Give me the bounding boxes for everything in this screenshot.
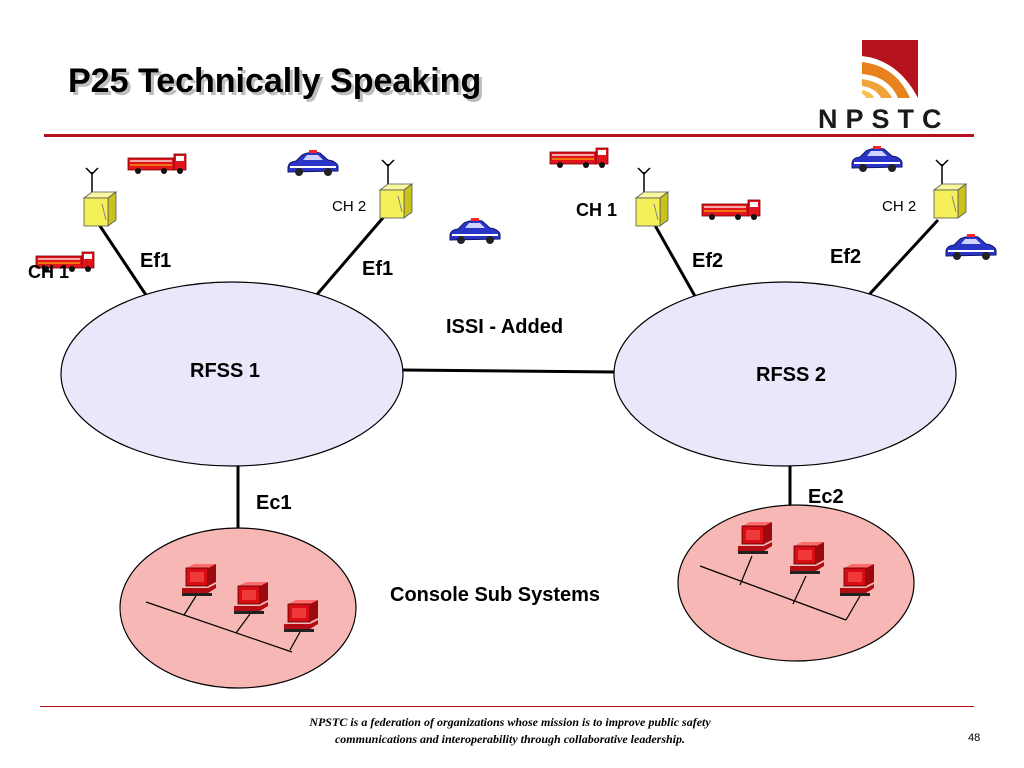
fire-truck-3 <box>549 147 609 169</box>
police-car-3 <box>851 145 903 173</box>
slide-title: P25 Technically Speaking <box>68 62 482 100</box>
npstc-logo <box>862 40 918 98</box>
radio-ch2-right <box>933 159 967 219</box>
rfss2-label: RFSS 2 <box>756 364 827 386</box>
title-rule <box>44 134 974 137</box>
radio-ch1-left <box>83 167 117 227</box>
radio-ch2-left <box>379 159 413 219</box>
ef2-right-label: Ef2 <box>830 246 862 268</box>
ef2-left-label: Ef2 <box>692 250 724 272</box>
npstc-wordmark: NPSTC <box>818 104 950 134</box>
console-subsystem-2 <box>677 504 915 662</box>
ef1-left-label: Ef1 <box>140 250 172 272</box>
link-ch1-rfss2 <box>650 219 698 299</box>
ec1-label: Ec1 <box>256 492 292 514</box>
link-ch1-rfss1 <box>94 219 150 299</box>
fire-truck-1 <box>127 153 187 175</box>
radio-ch1-right <box>635 167 669 227</box>
rfss1-node <box>60 281 404 467</box>
ef1-right-label: Ef1 <box>362 258 394 280</box>
ch1-left-label: CH 1 <box>28 262 70 282</box>
ch2-right-label: CH 2 <box>882 198 917 215</box>
page-number: 48 <box>968 732 981 744</box>
link-ch2-rfss1 <box>312 211 390 299</box>
issi-label: ISSI - Added <box>446 316 564 338</box>
police-car-2 <box>449 217 501 245</box>
issi-link <box>401 368 617 374</box>
link-ch2-rfss2 <box>864 218 940 300</box>
footer-text: NPSTC is a federation of organizations w… <box>150 714 870 748</box>
console1-lan <box>145 601 293 653</box>
police-car-4 <box>945 233 997 261</box>
fire-truck-4 <box>701 199 761 221</box>
rfss2-node <box>613 281 957 467</box>
ch1-right-label: CH 1 <box>576 200 618 220</box>
rfss1-label: RFSS 1 <box>190 360 261 382</box>
footer-rule <box>40 706 974 707</box>
ch2-left-label: CH 2 <box>332 198 367 215</box>
ec2-label: Ec2 <box>808 486 844 508</box>
console2-lan <box>699 565 847 621</box>
footer-line-2: communications and interoperability thro… <box>334 732 686 746</box>
police-car-1 <box>287 149 339 177</box>
console-subsystems-label: Console Sub Systems <box>390 584 601 606</box>
footer-line-1: NPSTC is a federation of organizations w… <box>309 715 711 729</box>
